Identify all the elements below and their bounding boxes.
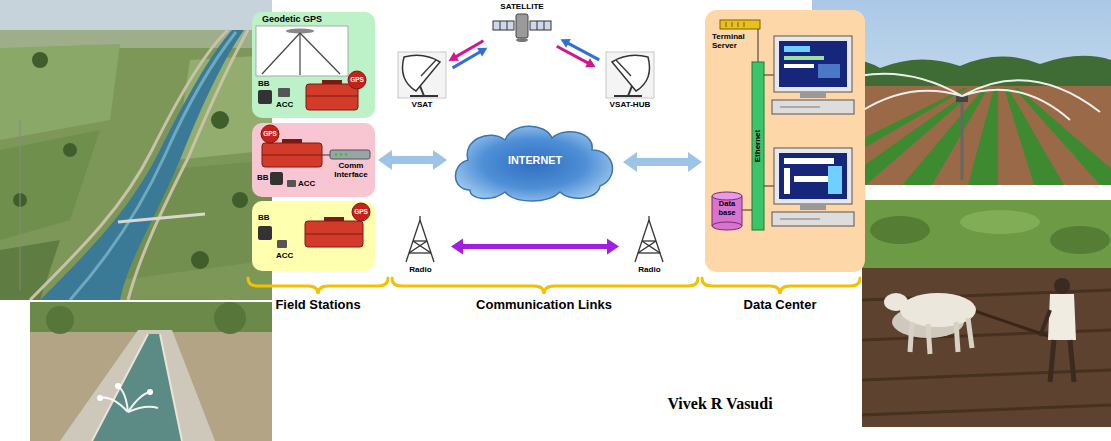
channel-photo: [30, 302, 272, 441]
geodetic-gps-icon: [256, 26, 366, 110]
datacenter-equipment: [712, 20, 854, 230]
device-label: ACC: [298, 179, 315, 188]
radio-tower-icon: [635, 216, 663, 262]
arrow-head: [449, 52, 459, 61]
field-station: GPS BB ACC Comm Interface: [252, 123, 375, 197]
vsat-hub: VSAT-HUB: [600, 50, 660, 112]
gps-station-icon: [258, 203, 370, 248]
device-label: BB: [258, 213, 270, 222]
gps-badge: GPS: [348, 76, 366, 84]
connector-line: [455, 41, 484, 58]
vsat-dish: VSAT: [396, 50, 448, 112]
radio-tower: Radio: [393, 215, 448, 278]
field-station: GPS BB ACC: [252, 201, 375, 271]
device-label: BB: [257, 173, 269, 182]
device-label: BB: [258, 79, 270, 88]
arrow-head: [451, 239, 463, 255]
radio-tower: Radio: [622, 215, 677, 278]
connector-line: [389, 156, 436, 164]
node-label: Radio: [622, 265, 677, 274]
connector: [623, 152, 702, 172]
arrow-head: [688, 152, 702, 172]
gps-badge: GPS: [352, 208, 370, 216]
arrow-head: [561, 39, 571, 48]
device-label: ACC: [276, 251, 293, 260]
arrow-head: [607, 239, 619, 255]
bracket-label: Data Center: [744, 298, 817, 313]
gps-badge: GPS: [261, 130, 279, 138]
field-station: Geodetic GPS BB ACC GPS: [252, 12, 375, 118]
satellite-icon: [493, 14, 551, 42]
bracket-label: Communication Links: [476, 298, 612, 313]
station-title: Geodetic GPS: [262, 14, 322, 24]
connector-line: [567, 43, 599, 60]
station-fill: [252, 123, 375, 197]
author-caption: Vivek R Vasudi: [667, 395, 772, 413]
cloud-label: INTERNET: [450, 154, 620, 166]
radio-tower-icon: [406, 216, 434, 262]
node-label: Radio: [393, 265, 448, 274]
arrow-head: [433, 150, 447, 170]
vsat-dish-icon: [398, 52, 446, 98]
datacenter-fill: [705, 10, 865, 272]
connector-line: [461, 244, 610, 249]
connector-line: [634, 158, 691, 166]
canal-photo: [0, 0, 272, 300]
group-bracket: [248, 278, 860, 294]
data-center: Terminal ServerEthernetData base: [705, 10, 865, 272]
connector: [557, 39, 599, 67]
device-label: Data base: [712, 200, 742, 217]
bracket-label: Field Stations: [275, 298, 360, 313]
device-label: ACC: [276, 100, 293, 109]
device-label: Terminal Server: [712, 32, 754, 50]
vsat-hub-icon: [606, 52, 654, 98]
node-label: VSAT: [396, 100, 448, 109]
arrow-head: [477, 48, 487, 57]
station-fill: [252, 12, 375, 118]
connector-line: [557, 46, 589, 63]
node-label: VSAT-HUB: [600, 100, 660, 109]
arrow-head: [585, 58, 595, 67]
connector: [378, 150, 447, 170]
internet-cloud: INTERNET: [450, 122, 620, 202]
connector: [449, 41, 488, 68]
satellite: SATELLITE: [488, 2, 556, 44]
node-label: SATELLITE: [488, 2, 556, 11]
arrow-head: [378, 150, 392, 170]
bus-label: Ethernet: [753, 116, 763, 176]
arrow-head: [623, 152, 637, 172]
connector: [451, 239, 619, 255]
device-label: Comm Interface: [328, 161, 374, 179]
station-fill: [252, 201, 375, 271]
ploughing-photo: [862, 200, 1111, 427]
